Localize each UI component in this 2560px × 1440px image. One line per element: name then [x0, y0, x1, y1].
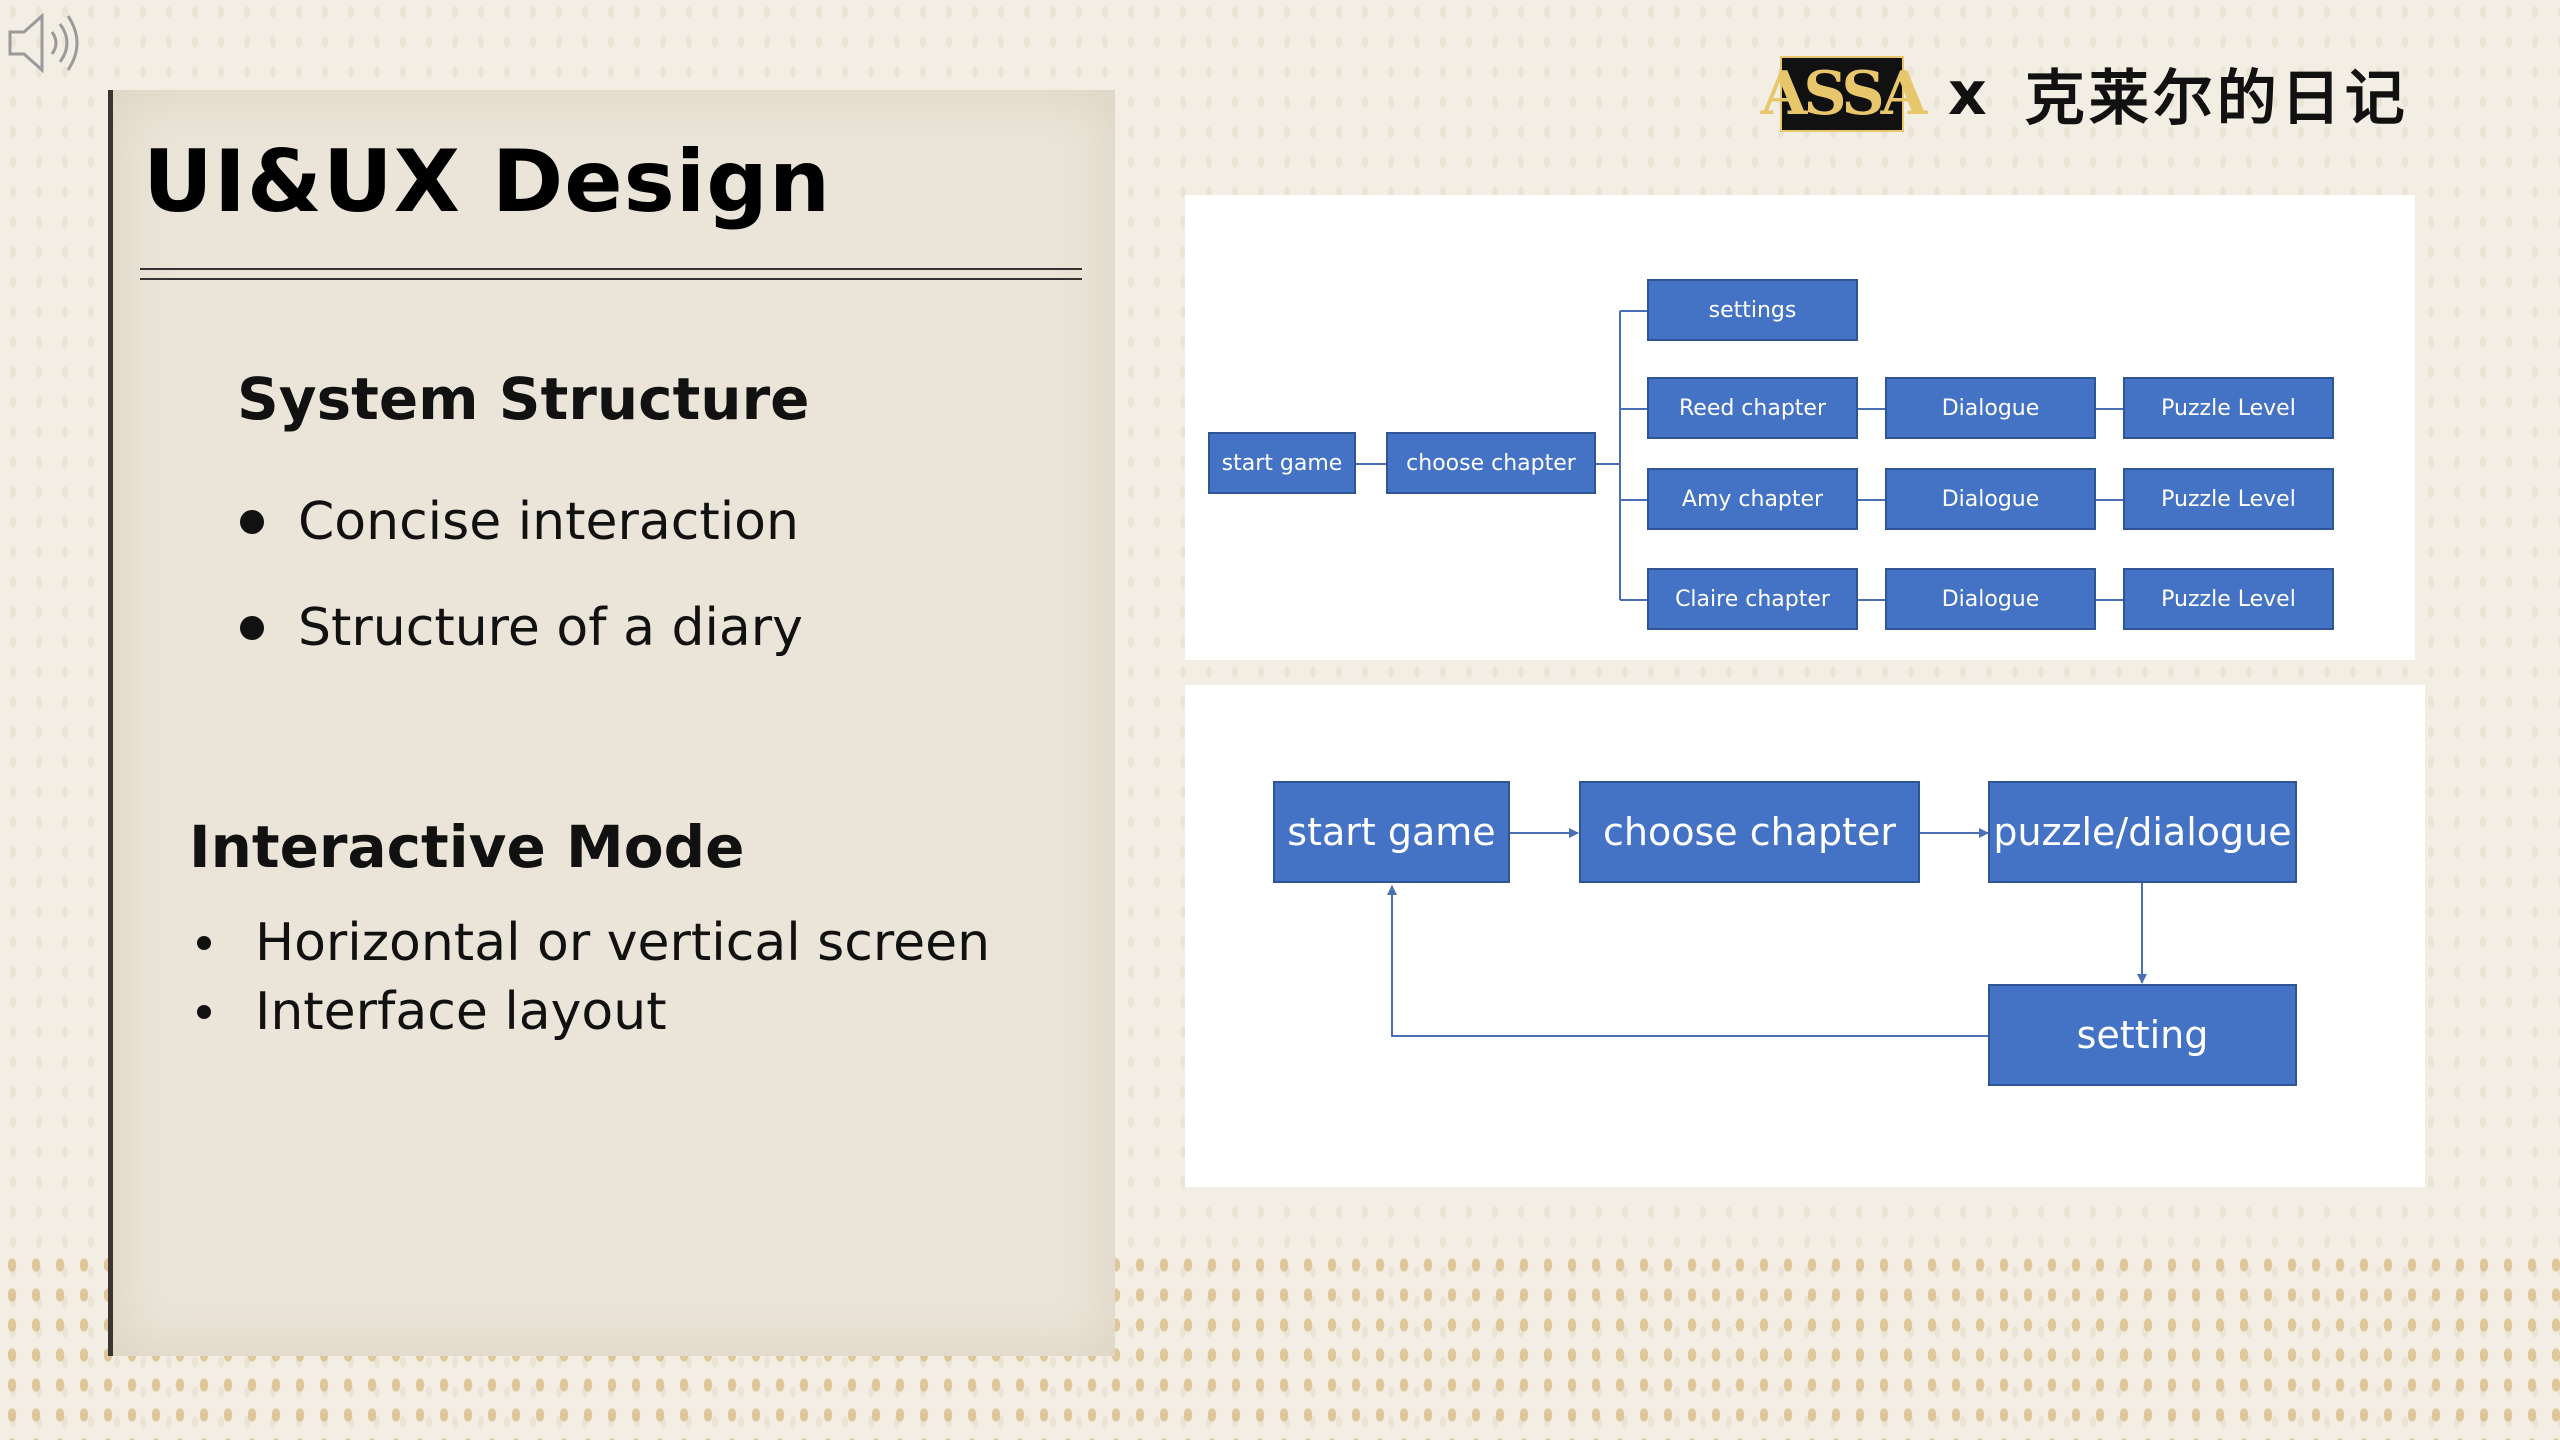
bullet-dot	[240, 510, 264, 534]
flow-node-setting: setting	[1988, 984, 2297, 1086]
bullet-text: Horizontal or vertical screen	[255, 913, 991, 973]
speaker-icon[interactable]	[4, 8, 84, 78]
flow-node-choose-chapter: choose chapter	[1579, 781, 1920, 883]
node-puzzle-level: Puzzle Level	[2123, 377, 2334, 439]
branding-header: ASSA x 克莱尔的日记	[1761, 50, 2409, 137]
content-card: UI&UX Design System Structure Concise in…	[108, 90, 1115, 1356]
bullet-dot	[240, 616, 264, 640]
slide-title: UI&UX Design	[143, 132, 832, 232]
node-amy-chapter: Amy chapter	[1647, 468, 1858, 530]
bullet-text: Interface layout	[255, 982, 667, 1042]
node-puzzle-level: Puzzle Level	[2123, 468, 2334, 530]
flow-node-start-game: start game	[1273, 781, 1510, 883]
node-reed-chapter: Reed chapter	[1647, 377, 1858, 439]
section-heading-system: System Structure	[237, 365, 810, 433]
bullet-item: Interface layout	[197, 982, 667, 1042]
node-settings: settings	[1647, 279, 1858, 341]
bullet-dot	[197, 936, 211, 950]
node-claire-chapter: Claire chapter	[1647, 568, 1858, 630]
title-divider-second	[140, 278, 1082, 280]
section-heading-interactive: Interactive Mode	[189, 813, 745, 881]
node-dialogue: Dialogue	[1885, 568, 2096, 630]
node-puzzle-level: Puzzle Level	[2123, 568, 2334, 630]
flow-node-puzzle-dialogue: puzzle/dialogue	[1988, 781, 2297, 883]
bullet-text: Structure of a diary	[298, 598, 803, 658]
node-choose-chapter: choose chapter	[1386, 432, 1596, 494]
bullet-dot	[197, 1005, 211, 1019]
bullet-item: Horizontal or vertical screen	[197, 913, 990, 973]
node-start-game: start game	[1208, 432, 1356, 494]
brand-separator: x	[1948, 58, 1987, 129]
bullet-item: Structure of a diary	[240, 598, 803, 658]
partner-title: 克莱尔的日记	[2024, 64, 2409, 134]
assa-logo: ASSA	[1761, 55, 1927, 132]
bullet-text: Concise interaction	[298, 492, 799, 552]
node-dialogue: Dialogue	[1885, 468, 2096, 530]
node-dialogue: Dialogue	[1885, 377, 2096, 439]
bullet-item: Concise interaction	[240, 492, 799, 552]
title-divider	[140, 268, 1082, 270]
